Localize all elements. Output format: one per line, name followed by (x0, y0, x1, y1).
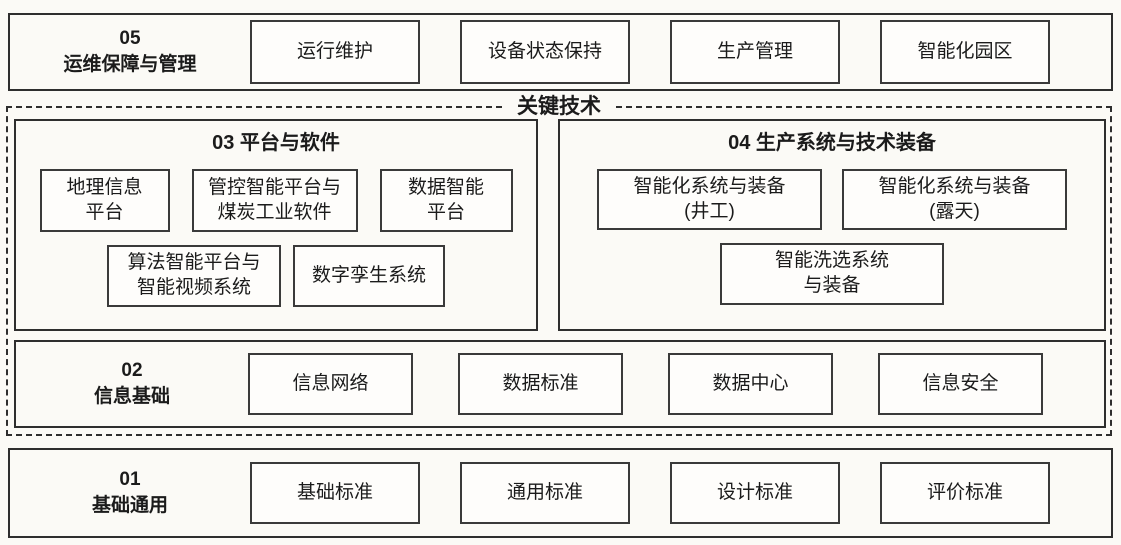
box-intelligent-system-openpit: 智能化系统与装备 (露天) (842, 169, 1067, 230)
layer-02-number: 02 (121, 360, 143, 382)
box-basic-standard: 基础标准 (250, 462, 420, 524)
section-04-title: 04 生产系统与技术装备 (728, 132, 936, 154)
box-gis-platform: 地理信息 平台 (39, 169, 170, 232)
box-evaluation-standard: 评价标准 (880, 462, 1050, 524)
layer-02-frame: 02 信息基础 信息网络 数据标准 数据中心 信息安全 (14, 340, 1106, 428)
box-algorithm-video-platform: 算法智能平台与 智能视频系统 (107, 245, 281, 307)
section-03-row2: 算法智能平台与 智能视频系统 数字孪生系统 (107, 245, 445, 307)
layer-05-frame: 05 运维保障与管理 运行维护 设备状态保持 生产管理 智能化园区 (8, 13, 1113, 91)
layer-05-number: 05 (119, 28, 141, 50)
layer-01-name: 基础通用 (91, 495, 168, 516)
layer-01-label: 01 基础通用 (10, 467, 250, 518)
box-data-standard: 数据标准 (458, 353, 623, 415)
layer-02-name: 信息基础 (93, 386, 170, 407)
layer-02-items: 信息网络 数据标准 数据中心 信息安全 (248, 353, 1113, 415)
box-operation-maintenance: 运行维护 (250, 20, 420, 84)
box-information-security: 信息安全 (878, 353, 1043, 415)
layer-05-label: 05 运维保障与管理 (10, 26, 250, 77)
layer-05-items: 运行维护 设备状态保持 生产管理 智能化园区 (250, 20, 1111, 84)
box-digital-twin-system: 数字孪生系统 (293, 245, 445, 307)
box-smart-park: 智能化园区 (880, 20, 1050, 84)
layer-02-label: 02 信息基础 (16, 358, 248, 409)
box-data-intelligence-platform: 数据智能 平台 (379, 169, 513, 232)
box-production-management: 生产管理 (670, 20, 840, 84)
box-intelligent-washing-system: 智能洗选系统 与装备 (720, 243, 944, 305)
layer-01-items: 基础标准 通用标准 设计标准 评价标准 (250, 462, 1111, 524)
key-tech-label: 关键技术 (503, 93, 615, 121)
section-03-platform-software: 03 平台与软件 地理信息 平台 管控智能平台与 煤炭工业软件 数据智能 平台 … (14, 119, 538, 331)
box-data-center: 数据中心 (668, 353, 833, 415)
box-information-network: 信息网络 (248, 353, 413, 415)
layer-01-frame: 01 基础通用 基础标准 通用标准 设计标准 评价标准 (8, 448, 1113, 538)
box-design-standard: 设计标准 (670, 462, 840, 524)
box-general-standard: 通用标准 (460, 462, 630, 524)
layer-05-name: 运维保障与管理 (63, 54, 197, 75)
section-03-row1: 地理信息 平台 管控智能平台与 煤炭工业软件 数据智能 平台 (39, 169, 513, 232)
section-04-production-equipment: 04 生产系统与技术装备 智能化系统与装备 (井工) 智能化系统与装备 (露天)… (558, 119, 1106, 331)
box-equipment-status: 设备状态保持 (460, 20, 630, 84)
section-03-title: 03 平台与软件 (212, 132, 340, 154)
layer-01-number: 01 (119, 469, 141, 491)
box-intelligent-system-underground: 智能化系统与装备 (井工) (597, 169, 822, 230)
section-04-row1: 智能化系统与装备 (井工) 智能化系统与装备 (露天) (597, 169, 1067, 230)
box-control-platform-software: 管控智能平台与 煤炭工业软件 (191, 169, 358, 232)
section-04-row2: 智能洗选系统 与装备 (720, 243, 944, 305)
key-tech-group: 关键技术 03 平台与软件 地理信息 平台 管控智能平台与 煤炭工业软件 数据智… (6, 93, 1112, 436)
